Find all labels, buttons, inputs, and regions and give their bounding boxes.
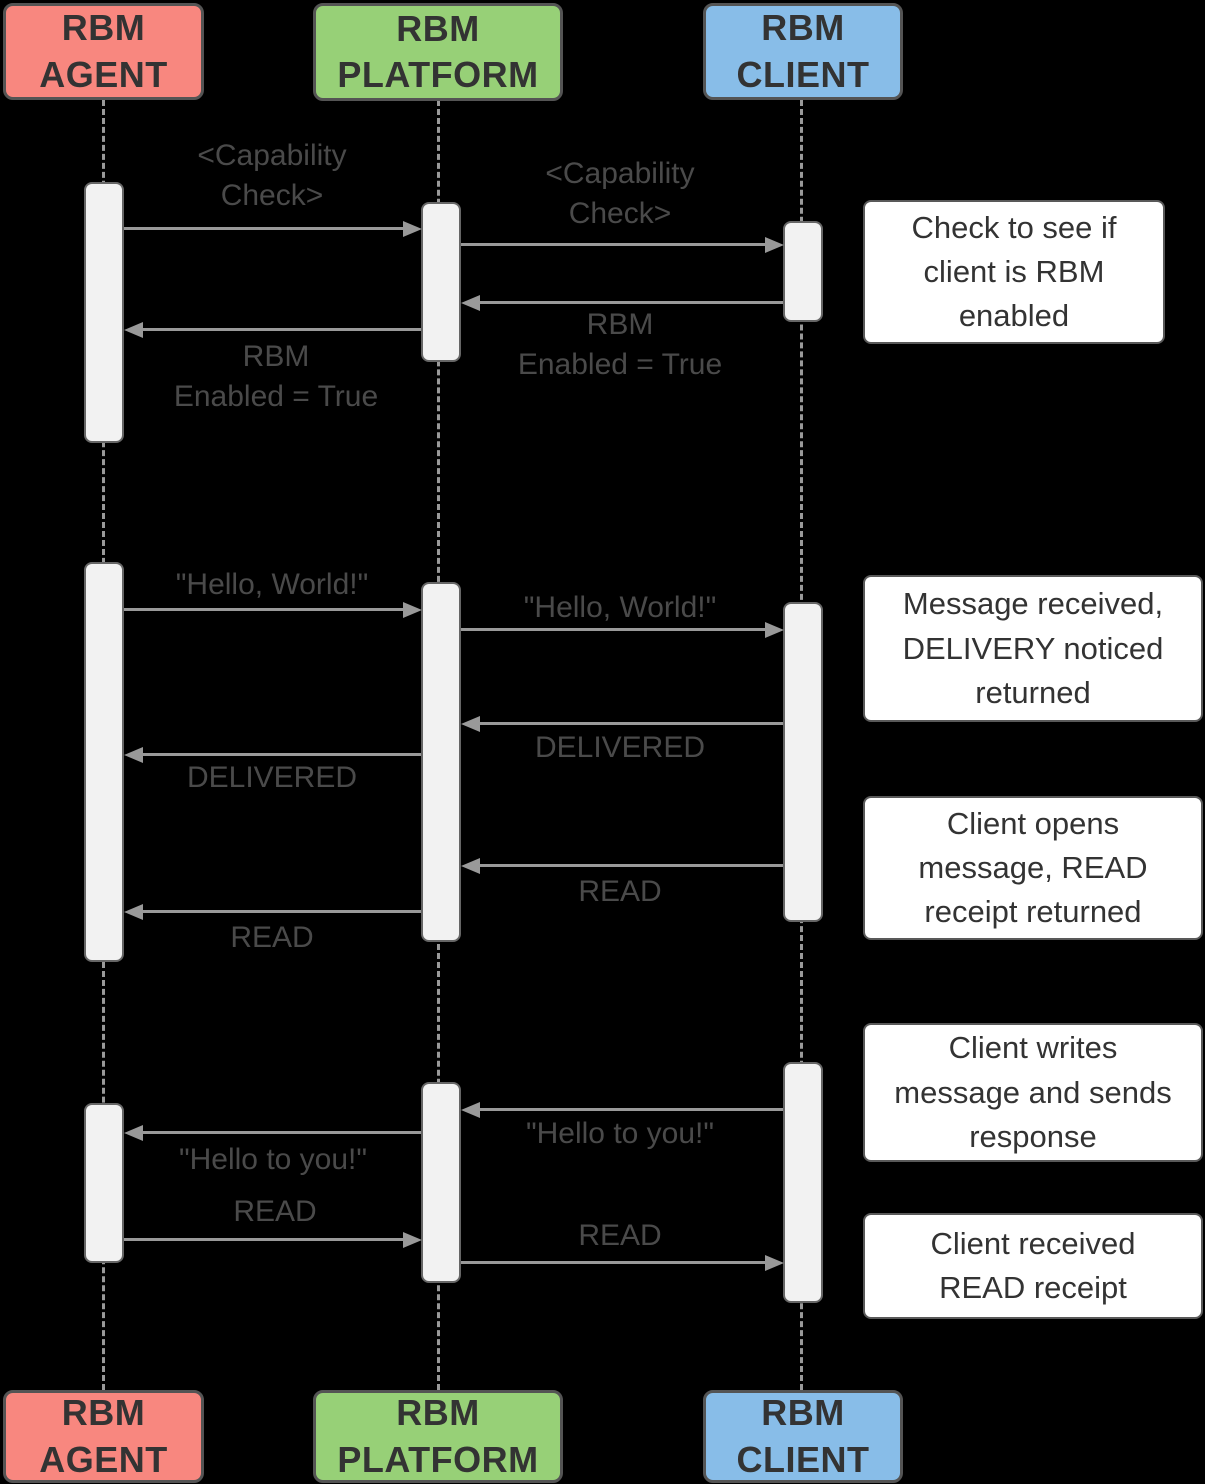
actor-rbm-platform-bottom: RBM PLATFORM <box>313 1390 563 1483</box>
note-client-response: Client writes message and sends response <box>863 1023 1203 1162</box>
arrowhead-left-icon <box>461 1102 480 1118</box>
actor-rbm-client-bottom: RBM CLIENT <box>703 1390 903 1483</box>
message-label-read-agent: READ <box>230 921 314 954</box>
message-label-hello-to-you-2: "Hello to you!" <box>178 1143 368 1176</box>
message-label-delivered-agent: DELIVERED <box>186 761 358 794</box>
actor-rbm-agent-top: RBM AGENT <box>3 3 204 100</box>
message-label-read-client: READ <box>578 875 662 908</box>
actor-rbm-platform-top: RBM PLATFORM <box>313 3 563 101</box>
activation-agent-2 <box>84 562 124 962</box>
actor-rbm-platform-label: RBM PLATFORM <box>337 1392 539 1480</box>
message-label-hello-world-1: "Hello, World!" <box>175 568 369 601</box>
actor-rbm-platform-label: RBM PLATFORM <box>337 7 539 95</box>
arrowhead-right-icon <box>403 602 422 618</box>
note-read-receipt: Client opens message, READ receipt retur… <box>863 796 1203 940</box>
arrowhead-left-icon <box>124 904 143 920</box>
arrow-response-platform-to-agent <box>143 1131 421 1134</box>
arrowhead-left-icon <box>124 747 143 763</box>
arrowhead-left-icon <box>461 716 480 732</box>
arrow-enabled-client-to-platform <box>480 301 783 304</box>
activation-client-2 <box>783 602 823 922</box>
actor-rbm-agent-label: RBM AGENT <box>39 7 168 95</box>
note-read-received: Client received READ receipt <box>863 1213 1203 1319</box>
actor-rbm-client-top: RBM CLIENT <box>703 3 903 100</box>
activation-agent-1 <box>84 182 124 443</box>
activation-agent-3 <box>84 1103 124 1263</box>
activation-client-1 <box>783 221 823 322</box>
activation-platform-2 <box>421 582 461 942</box>
arrow-hello-agent-to-platform <box>124 608 403 611</box>
arrow-delivered-platform-to-agent <box>143 753 421 756</box>
message-label-hello-world-2: "Hello, World!" <box>523 591 717 624</box>
message-label-read-reply-client: READ <box>578 1219 662 1252</box>
arrow-read-platform-to-agent <box>143 910 421 913</box>
arrow-capability-platform-to-client <box>461 243 766 246</box>
arrowhead-left-icon <box>461 295 480 311</box>
actor-rbm-client-label: RBM CLIENT <box>736 1392 870 1480</box>
message-label-capability-check-1: <Capability Check> <box>197 139 347 212</box>
activation-client-3 <box>783 1062 823 1303</box>
arrow-readreply-platform-to-client <box>461 1261 766 1264</box>
arrow-delivered-client-to-platform <box>480 722 783 725</box>
arrowhead-right-icon <box>403 1232 422 1248</box>
note-capability-check: Check to see if client is RBM enabled <box>863 200 1165 344</box>
arrow-response-client-to-platform <box>480 1108 783 1111</box>
arrowhead-left-icon <box>124 1125 143 1141</box>
activation-platform-1 <box>421 202 461 362</box>
arrow-readreply-agent-to-platform <box>124 1238 403 1241</box>
arrow-enabled-platform-to-agent <box>143 328 421 331</box>
arrowhead-left-icon <box>124 322 143 338</box>
message-label-rbm-enabled-client: RBM Enabled = True <box>517 308 723 381</box>
message-label-delivered-client: DELIVERED <box>534 731 706 764</box>
message-label-capability-check-2: <Capability Check> <box>545 157 695 230</box>
arrowhead-left-icon <box>461 858 480 874</box>
arrowhead-right-icon <box>765 622 784 638</box>
actor-rbm-agent-bottom: RBM AGENT <box>3 1390 204 1483</box>
message-label-rbm-enabled-agent: RBM Enabled = True <box>173 340 379 413</box>
arrowhead-right-icon <box>765 237 784 253</box>
message-label-hello-to-you-1: "Hello to you!" <box>525 1117 715 1150</box>
arrowhead-right-icon <box>403 221 422 237</box>
actor-rbm-agent-label: RBM AGENT <box>39 1392 168 1480</box>
arrow-hello-platform-to-client <box>461 628 766 631</box>
message-label-read-reply-agent: READ <box>233 1195 317 1228</box>
arrow-capability-agent-to-platform <box>124 227 403 230</box>
arrow-read-client-to-platform <box>480 864 783 867</box>
arrowhead-right-icon <box>765 1255 784 1271</box>
note-delivery: Message received, DELIVERY noticed retur… <box>863 575 1203 722</box>
actor-rbm-client-label: RBM CLIENT <box>736 7 870 95</box>
activation-platform-3 <box>421 1082 461 1283</box>
